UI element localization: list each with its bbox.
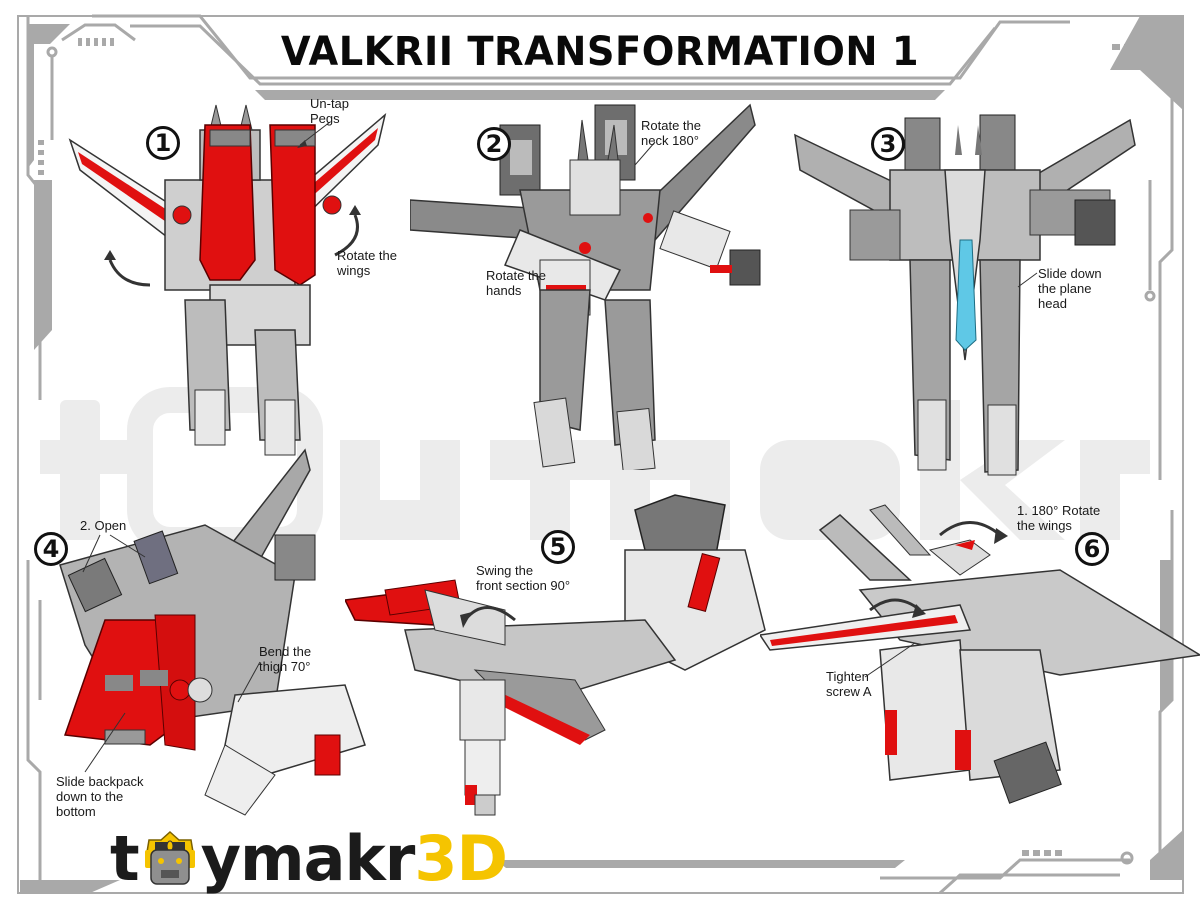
step-1-robot-illustration — [68, 104, 387, 456]
note-rotate-wings: Rotate the wings — [337, 248, 397, 278]
step-1-badge: 1 — [146, 126, 180, 160]
robot-face-icon — [144, 830, 195, 885]
note-rotate-neck: Rotate the neck 180° — [641, 118, 701, 148]
step-2-badge: 2 — [477, 127, 511, 161]
note-bend-thigh: Bend the thigh 70° — [259, 644, 312, 674]
note-swing-front: Swing the front section 90° — [476, 563, 571, 593]
toymakr3d-logo: t ymakr 3D — [110, 822, 508, 895]
step-6-badge: 6 — [1075, 532, 1109, 566]
note-tighten-screw: Tighten screw A — [826, 669, 872, 699]
note-untap-pegs: Un-tap Pegs — [310, 96, 350, 126]
logo-text-middle: ymakr — [200, 822, 416, 895]
note-slide-plane-head: Slide down the plane head — [1038, 266, 1102, 311]
logo-text-suffix: 3D — [414, 822, 508, 895]
logo-text-prefix: t — [110, 822, 140, 895]
note-slide-backpack: Slide backpack down to the bottom — [56, 774, 144, 819]
note-rotate-hands: Rotate the hands — [486, 268, 546, 298]
step-2-robot-illustration — [410, 103, 761, 470]
page-title: VALKRII TRANSFORMATION 1 — [280, 29, 920, 75]
step-3-badge: 3 — [871, 127, 905, 161]
step-4-badge: 4 — [34, 532, 68, 566]
step-4-robot-illustration — [59, 448, 366, 816]
note-open: 2. Open — [80, 518, 127, 533]
step-5-robot-illustration — [345, 494, 766, 816]
step-6-robot-illustration — [760, 504, 1200, 804]
step-5-badge: 5 — [541, 530, 575, 564]
note-rotate-wings-180: 1. 180° Rotate the wings — [1017, 503, 1101, 533]
step-3-robot-illustration — [794, 114, 1136, 476]
